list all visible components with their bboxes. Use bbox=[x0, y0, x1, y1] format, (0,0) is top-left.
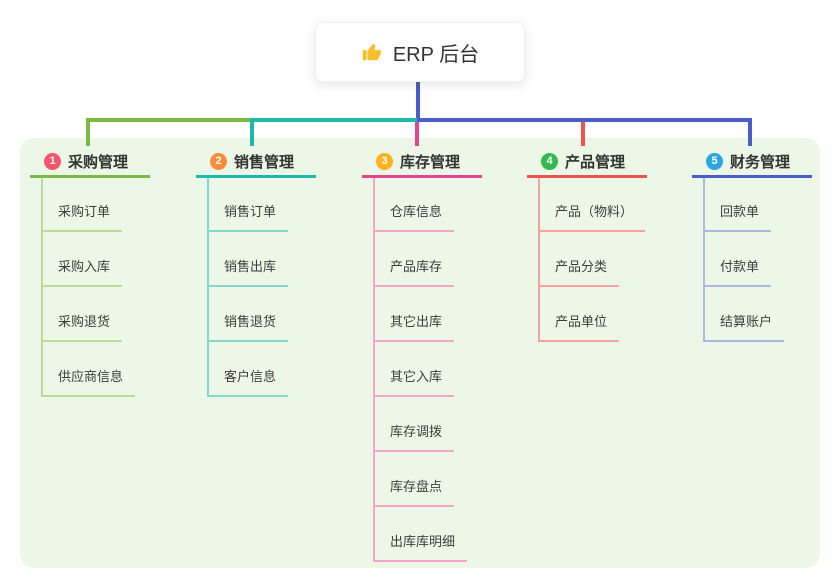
branch-node-finance[interactable]: 5 财务管理 bbox=[692, 147, 812, 175]
child-node[interactable]: 其它入库 bbox=[373, 369, 455, 397]
branch-underline bbox=[692, 175, 812, 178]
branch-node-sales[interactable]: 2 销售管理 bbox=[196, 147, 316, 175]
branch-title: 库存管理 bbox=[400, 153, 461, 171]
child-node[interactable]: 供应商信息 bbox=[41, 369, 136, 397]
child-node[interactable]: 产品（物料） bbox=[538, 204, 646, 232]
branch-underline bbox=[362, 175, 482, 178]
child-node[interactable]: 采购退货 bbox=[41, 314, 123, 342]
child-node[interactable]: 销售退货 bbox=[207, 314, 289, 342]
child-node[interactable]: 产品单位 bbox=[538, 314, 620, 342]
child-node[interactable]: 采购入库 bbox=[41, 259, 123, 287]
child-node[interactable]: 产品分类 bbox=[538, 259, 620, 287]
branch-number-badge: 3 bbox=[376, 152, 393, 170]
children-rail bbox=[41, 178, 43, 397]
children-rail bbox=[538, 178, 540, 342]
branch-title: 产品管理 bbox=[565, 153, 626, 171]
thumbs-up-icon bbox=[362, 44, 381, 61]
branch-title: 财务管理 bbox=[730, 153, 791, 171]
connector-bus-segment-blue bbox=[417, 118, 752, 122]
branch-underline bbox=[527, 175, 647, 178]
branches-panel bbox=[20, 138, 820, 568]
child-node[interactable]: 库存调拨 bbox=[373, 424, 455, 452]
child-node[interactable]: 回款单 bbox=[703, 204, 772, 232]
connector-bus-segment-green bbox=[86, 118, 254, 122]
children-rail bbox=[703, 178, 705, 342]
branch-node-purchase[interactable]: 1 采购管理 bbox=[30, 147, 150, 175]
root-title: ERP 后台 bbox=[392, 43, 480, 66]
branch-number-badge: 1 bbox=[44, 152, 61, 170]
child-node[interactable]: 销售订单 bbox=[207, 204, 289, 232]
children-rail bbox=[207, 178, 209, 397]
branch-title: 采购管理 bbox=[68, 153, 129, 171]
branch-drop-line-1 bbox=[86, 122, 90, 146]
branch-drop-line-5 bbox=[748, 122, 752, 146]
branch-number-badge: 4 bbox=[541, 152, 558, 170]
branch-underline bbox=[196, 175, 316, 178]
child-node[interactable]: 销售出库 bbox=[207, 259, 289, 287]
child-node[interactable]: 库存盘点 bbox=[373, 479, 455, 507]
child-node[interactable]: 仓库信息 bbox=[373, 204, 455, 232]
root-node[interactable]: ERP 后台 bbox=[315, 22, 525, 82]
connector-bus-segment-teal bbox=[250, 118, 419, 122]
branch-title: 销售管理 bbox=[234, 153, 295, 171]
child-node[interactable]: 付款单 bbox=[703, 259, 772, 287]
child-node[interactable]: 产品库存 bbox=[373, 259, 455, 287]
child-node[interactable]: 结算账户 bbox=[703, 314, 785, 342]
branch-drop-line-4 bbox=[581, 122, 585, 146]
child-node[interactable]: 其它出库 bbox=[373, 314, 455, 342]
child-node[interactable]: 客户信息 bbox=[207, 369, 289, 397]
branch-number-badge: 2 bbox=[210, 152, 227, 170]
branch-number-badge: 5 bbox=[706, 152, 723, 170]
branch-underline bbox=[30, 175, 150, 178]
child-node[interactable]: 出库库明细 bbox=[373, 534, 468, 562]
branch-node-product[interactable]: 4 产品管理 bbox=[527, 147, 647, 175]
branch-node-inventory[interactable]: 3 库存管理 bbox=[362, 147, 482, 175]
branch-drop-line-3 bbox=[415, 122, 419, 146]
children-rail bbox=[373, 178, 375, 562]
child-node[interactable]: 采购订单 bbox=[41, 204, 123, 232]
root-connector-line bbox=[416, 82, 420, 122]
branch-drop-line-2 bbox=[250, 122, 254, 146]
